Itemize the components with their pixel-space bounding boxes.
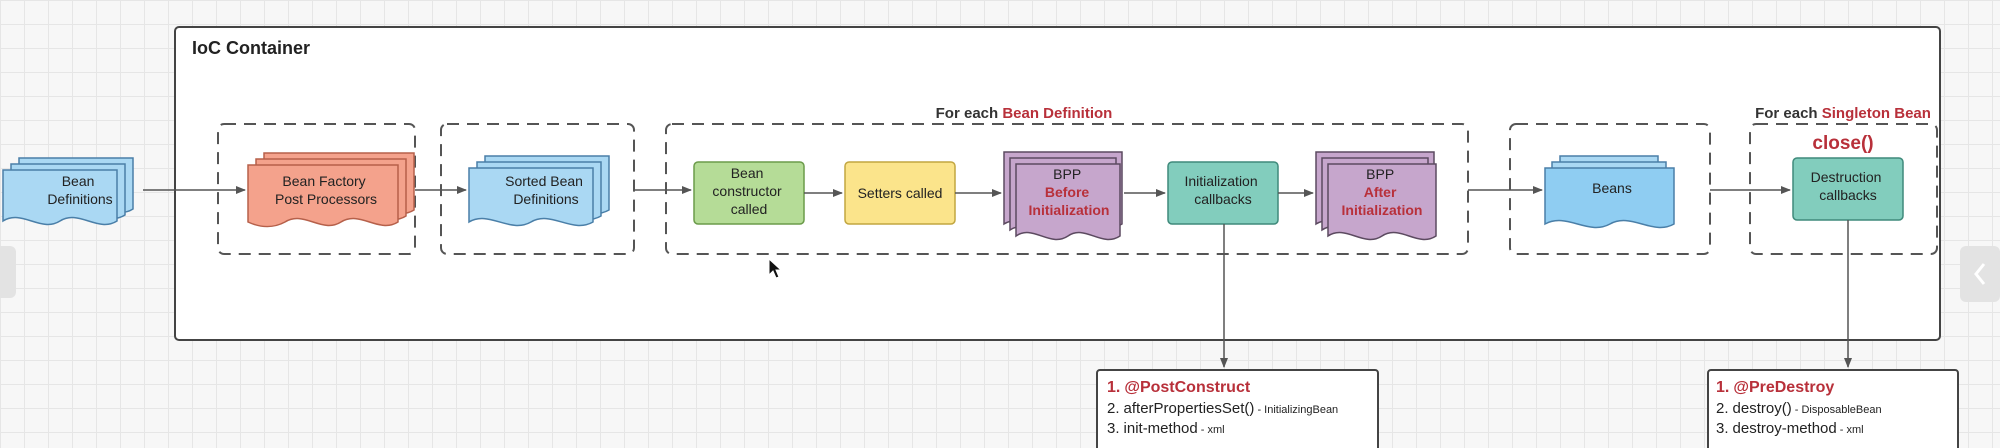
bean-definitions-label: Bean Definitions bbox=[47, 173, 112, 207]
bpp-before-node: BPP Before Initialization bbox=[1003, 151, 1123, 241]
sorted-bean-definitions-node: Sorted Bean Definitions bbox=[468, 155, 610, 227]
init-notes-box: 1.@PostConstruct 2.afterPropertiesSet() … bbox=[1096, 369, 1379, 448]
destruction-callbacks-node: Destruction callbacks bbox=[1792, 157, 1904, 221]
bfpp-label: Bean Factory Post Processors bbox=[275, 173, 377, 207]
destroy-note-1: 1.@PreDestroy bbox=[1716, 379, 1834, 396]
flow-arrows bbox=[143, 186, 1852, 368]
group-beans bbox=[1509, 123, 1711, 255]
init-note-3: 3.init-method - xml bbox=[1107, 420, 1225, 437]
bpp-after-node: BPP After Initialization bbox=[1315, 151, 1437, 241]
destroy-notes-box: 1.@PreDestroy 2.destroy() - DisposableBe… bbox=[1707, 369, 1959, 448]
right-nav-handle[interactable] bbox=[1960, 246, 2000, 302]
for-each-bean-definition-label: For each Bean Definition bbox=[936, 105, 1113, 122]
destroy-note-3: 3.destroy-method - xml bbox=[1716, 420, 1864, 437]
container-title: IoC Container bbox=[192, 38, 310, 58]
destruction-callbacks-label: Destruction callbacks bbox=[1811, 169, 1886, 203]
bean-factory-post-processors-node: Bean Factory Post Processors bbox=[247, 152, 415, 228]
left-nav-handle[interactable] bbox=[0, 246, 16, 298]
setters-node: Setters called bbox=[844, 161, 956, 225]
mouse-cursor-icon bbox=[768, 258, 783, 279]
setters-label: Setters called bbox=[858, 185, 943, 201]
sorted-bean-definitions-label: Sorted Bean Definitions bbox=[505, 173, 587, 207]
chevron-left-icon bbox=[1974, 263, 1986, 285]
for-each-singleton-label: For each Singleton Bean bbox=[1755, 105, 1931, 122]
initialization-callbacks-node: Initialization callbacks bbox=[1167, 161, 1279, 225]
group-sorted bbox=[440, 123, 635, 255]
group-per-bean-definition bbox=[665, 123, 1469, 255]
bean-constructor-node: Bean constructor called bbox=[693, 161, 805, 225]
bpp-after-label: BPP After Initialization bbox=[1342, 166, 1423, 218]
bpp-before-label: BPP Before Initialization bbox=[1029, 166, 1110, 218]
bean-definitions-node: Bean Definitions bbox=[2, 157, 134, 226]
init-note-1: 1.@PostConstruct bbox=[1107, 379, 1251, 396]
beans-node: Beans bbox=[1544, 155, 1675, 229]
beans-label: Beans bbox=[1592, 180, 1632, 196]
bean-constructor-label: Bean constructor called bbox=[712, 165, 785, 217]
group-per-singleton bbox=[1749, 123, 1938, 255]
initialization-callbacks-label: Initialization callbacks bbox=[1184, 173, 1261, 207]
init-note-2: 2.afterPropertiesSet() - InitializingBea… bbox=[1107, 400, 1338, 417]
close-method-label: close() bbox=[1812, 133, 1873, 154]
destroy-note-2: 2.destroy() - DisposableBean bbox=[1716, 400, 1882, 417]
